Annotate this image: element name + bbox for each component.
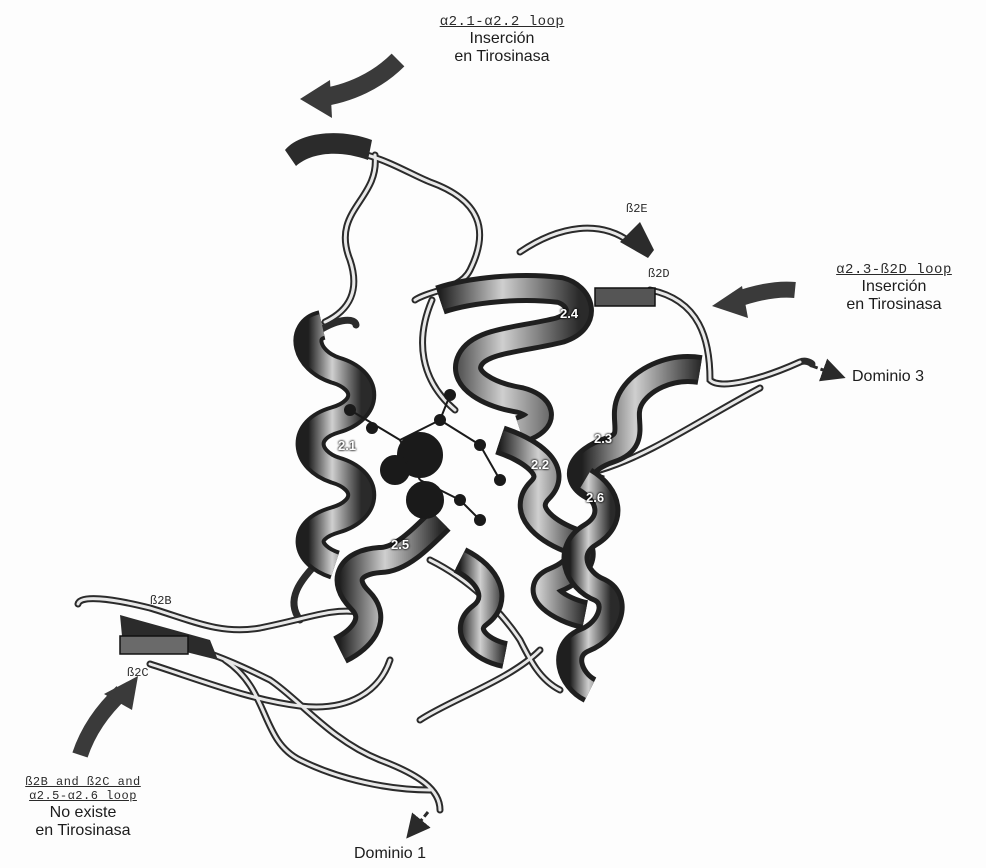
helix-label-2-4: 2.4 <box>560 307 578 322</box>
helix-label-2-6: 2.6 <box>586 491 604 506</box>
arrow-right <box>712 286 795 318</box>
helix-label-2-1: 2.1 <box>338 439 356 454</box>
annotation-right-line1: Inserción <box>806 278 982 296</box>
arrow-dominio-3 <box>812 366 840 376</box>
strand-label-b2e: ß2E <box>626 203 648 217</box>
strand-label-b2d: ß2D <box>648 268 670 282</box>
helix-2-5 <box>340 520 505 655</box>
helix-label-2-5: 2.5 <box>391 538 409 553</box>
annotation-right: α2.3-ß2D loop Inserción en Tirosinasa <box>806 262 982 315</box>
helix-label-2-3: 2.3 <box>594 432 612 447</box>
strand-label-b2c: ß2C <box>127 667 149 681</box>
label-dominio-1: Dominio 1 <box>354 845 426 863</box>
annotation-top-loop: α2.1-α2.2 loop <box>412 14 592 30</box>
top-strand <box>285 133 372 166</box>
strand-label-b2b: ß2B <box>150 595 172 609</box>
helix-2-4 <box>440 288 579 430</box>
annotation-bottom-left-loop2: α2.5-α2.6 loop <box>8 790 158 804</box>
annotation-top-line1: Inserción <box>412 30 592 48</box>
annotation-bottom-left: ß2B and ß2C and α2.5-α2.6 loop No existe… <box>8 776 158 840</box>
strand-b2e <box>620 222 654 258</box>
helix-2-6 <box>570 480 610 690</box>
annotation-right-line2: en Tirosinasa <box>806 296 982 314</box>
strand-b2d <box>595 288 655 306</box>
label-dominio-3: Dominio 3 <box>852 368 924 386</box>
annotation-bottom-left-line1: No existe <box>8 804 158 822</box>
arrow-top <box>300 60 398 118</box>
annotation-right-loop: α2.3-ß2D loop <box>806 262 982 278</box>
arrow-bottom-left <box>80 676 138 755</box>
arrow-dominio-1 <box>410 812 428 834</box>
annotation-bottom-left-loop1: ß2B and ß2C and <box>8 776 158 790</box>
helix-label-2-2: 2.2 <box>531 458 549 473</box>
annotation-top-line2: en Tirosinasa <box>412 48 592 66</box>
loops <box>78 149 812 810</box>
annotation-top: α2.1-α2.2 loop Inserción en Tirosinasa <box>412 14 592 67</box>
annotation-bottom-left-line2: en Tirosinasa <box>8 822 158 840</box>
strand-b2c <box>120 636 188 654</box>
